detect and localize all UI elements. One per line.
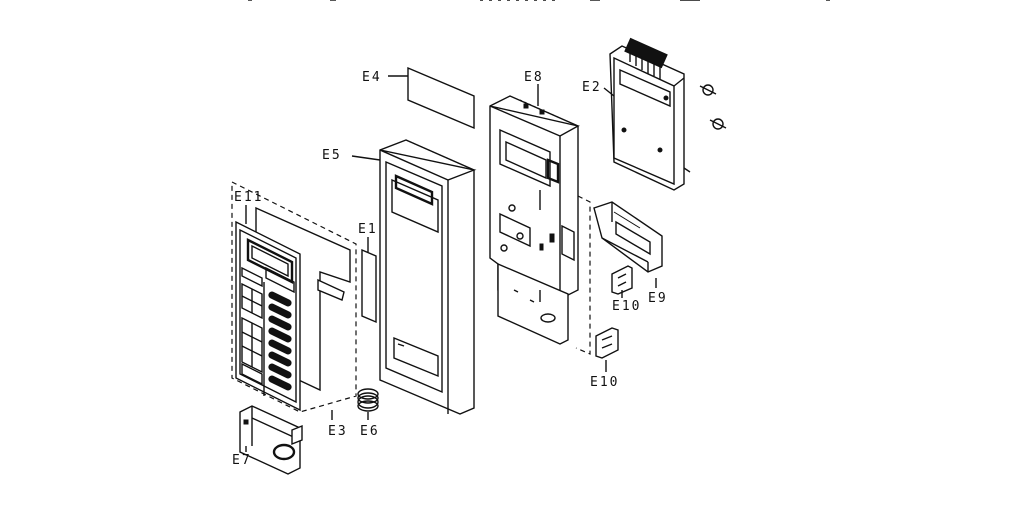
screw-icon: [699, 84, 717, 96]
label-e11: E11: [234, 190, 263, 205]
label-e6: E6: [360, 424, 380, 439]
part-e10-bracket-upper: [611, 265, 633, 295]
label-e10-upper: E10: [612, 299, 641, 314]
label-e8: E8: [524, 70, 544, 85]
part-e9-latch: [593, 201, 663, 273]
label-e2: E2: [582, 80, 602, 95]
part-e7-handle: [239, 405, 303, 475]
leader-lines: [245, 75, 657, 452]
screw-icon: [709, 118, 727, 130]
label-e5: E5: [322, 148, 342, 163]
part-e1-strip: [361, 248, 377, 324]
part-e10-bracket-lower: [595, 327, 619, 359]
label-e1: E1: [358, 222, 378, 237]
part-e4-sheet: [407, 66, 475, 130]
label-e9: E9: [648, 291, 668, 306]
part-e2-board: [609, 37, 727, 191]
part-e8-chassis: [489, 95, 591, 355]
label-e4: E4: [362, 70, 382, 85]
control-panel-assembly-e11: [231, 181, 357, 413]
label-e10-lower: E10: [590, 375, 619, 390]
part-e6-spring: [357, 388, 379, 412]
label-e7: E7: [232, 453, 252, 468]
part-e5-frame: [379, 139, 477, 415]
part-labels: E4 E8 E2 E5 E11 E1 E9 E10 E10 E3 E6 E7: [232, 70, 668, 468]
label-e3: E3: [328, 424, 348, 439]
